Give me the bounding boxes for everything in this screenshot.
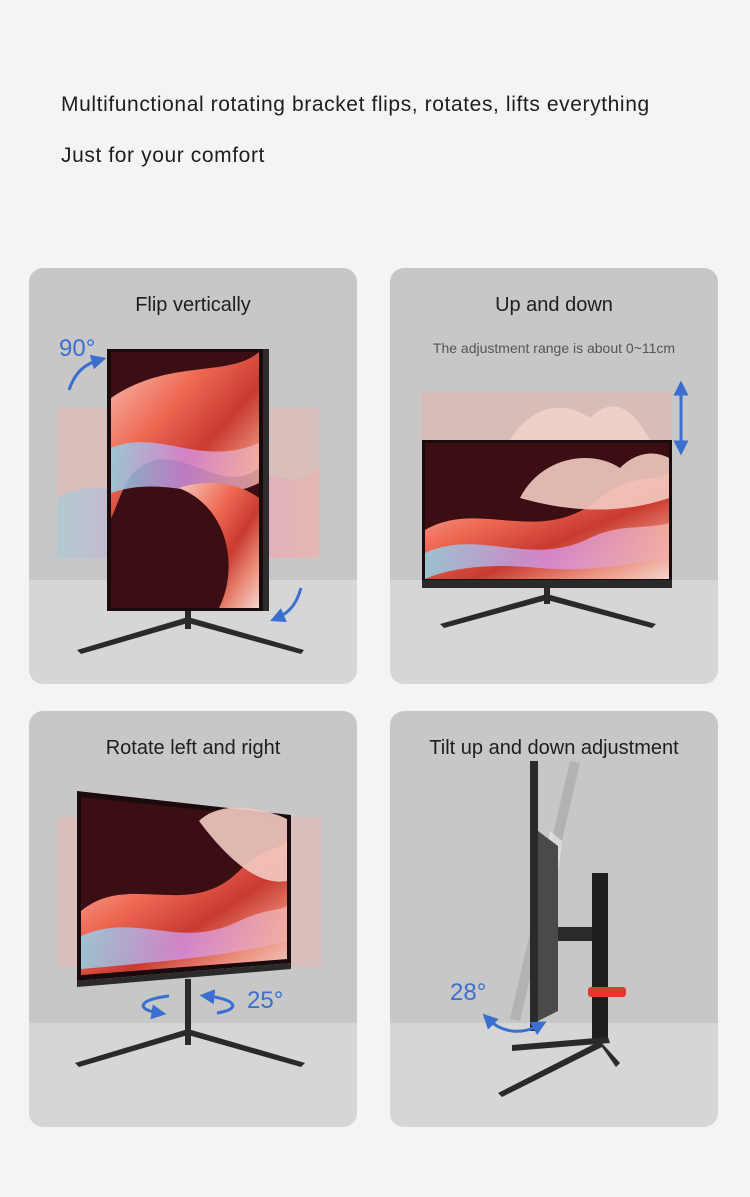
flip-angle-label: 90° (59, 335, 96, 362)
card-title: Up and down (495, 294, 613, 316)
rotate-angle-label: 25° (247, 987, 284, 1014)
rotate-illustration (57, 791, 321, 1067)
lift-illustration (422, 380, 689, 628)
card-title: Tilt up and down adjustment (429, 737, 679, 759)
card-flip-vertically: Flip vertically 90° (29, 268, 357, 684)
card-title: Rotate left and right (105, 737, 281, 759)
tilt-angle-label: 28° (450, 979, 487, 1006)
card-rotate-left-right: Rotate left and right 25° (29, 711, 357, 1127)
card-up-and-down: Up and down The adjustment range is abou… (390, 268, 718, 684)
card-title: Flip vertically (135, 294, 251, 316)
flip-illustration (57, 349, 319, 654)
tilt-illustration (482, 761, 626, 1097)
card-subtitle: The adjustment range is about 0~11cm (432, 340, 676, 356)
subline: Just for your comfort (61, 144, 265, 167)
card-tilt-adjustment: Tilt up and down adjustment 28° (390, 711, 718, 1127)
headline: Multifunctional rotating bracket flips, … (61, 93, 650, 116)
